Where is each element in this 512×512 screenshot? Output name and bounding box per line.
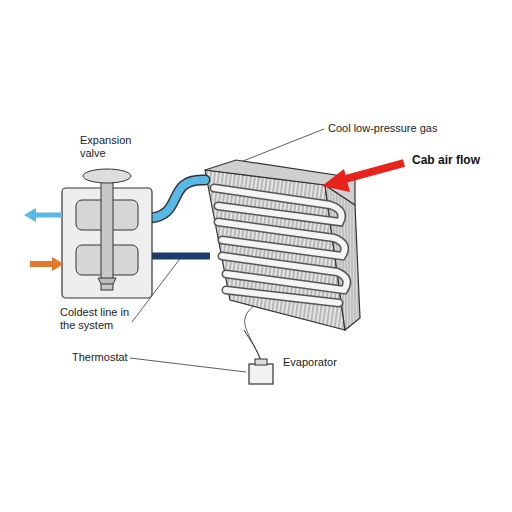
part-label: Expansion valve — [80, 134, 144, 160]
part-label: Cool low-pressure gas — [328, 122, 498, 135]
part-label: Evaporator — [283, 356, 373, 369]
flow-label: Cab air flow — [412, 154, 508, 167]
part-label: Coldest line in the system — [60, 306, 146, 332]
part-label: Thermostat — [72, 351, 152, 364]
